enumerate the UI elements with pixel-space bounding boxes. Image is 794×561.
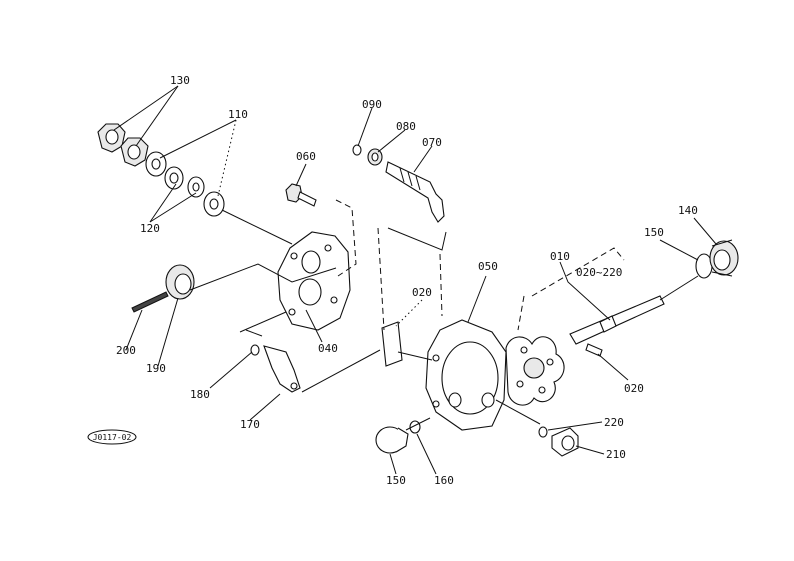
assembly-lines <box>189 199 699 431</box>
leader-lines <box>113 85 717 475</box>
part-pin-200 <box>131 291 169 313</box>
part-plug-210 <box>551 427 579 457</box>
callout-120: 120 <box>140 222 160 235</box>
callout-160: 160 <box>434 474 454 487</box>
part-washer-110a <box>145 151 167 177</box>
callout-170: 170 <box>240 418 260 431</box>
callout-020-220: 020~220 <box>576 266 622 279</box>
part-cover-040 <box>277 231 351 331</box>
part-nut-130a <box>97 123 126 153</box>
stamp-text: J0117-02 <box>93 433 132 442</box>
part-bolt-060 <box>285 183 317 207</box>
part-plug-150-lower <box>375 426 409 454</box>
part-pin-030 <box>585 343 603 357</box>
part-washer-120b <box>187 176 205 198</box>
drawing-stamp: J0117-02 <box>87 429 137 445</box>
callout-130: 130 <box>170 74 190 87</box>
part-pump-body-050 <box>425 319 507 431</box>
callout-020-key: 020 <box>412 286 432 299</box>
callout-050: 050 <box>478 260 498 273</box>
callout-150-lower: 150 <box>386 474 406 487</box>
callout-180: 180 <box>190 388 210 401</box>
callout-070: 070 <box>422 136 442 149</box>
part-shaft-010 <box>569 295 665 345</box>
callout-150-upper: 150 <box>644 226 664 239</box>
part-pump-flange <box>505 336 565 406</box>
callout-030: 020 <box>624 382 644 395</box>
part-washer-120a <box>164 166 184 190</box>
callout-110: 110 <box>228 108 248 121</box>
callout-090: 090 <box>362 98 382 111</box>
part-washer-110b <box>203 191 225 217</box>
part-shaft-070 <box>385 161 445 223</box>
part-ring-090 <box>352 144 362 156</box>
callout-060: 060 <box>296 150 316 163</box>
callout-080: 080 <box>396 120 416 133</box>
part-lever-170 <box>263 345 301 393</box>
callout-200: 200 <box>116 344 136 357</box>
callout-140: 140 <box>678 204 698 217</box>
callout-010: 010 <box>550 250 570 263</box>
callout-040: 040 <box>318 342 338 355</box>
part-plug-140 <box>709 239 739 277</box>
part-ring-180 <box>250 344 260 356</box>
part-key-020 <box>381 321 403 367</box>
part-seal-080 <box>367 148 383 166</box>
callout-190: 190 <box>146 362 166 375</box>
part-nut-130b <box>120 137 149 167</box>
callout-210: 210 <box>606 448 626 461</box>
callout-220: 220 <box>604 416 624 429</box>
part-ring-220 <box>538 426 548 438</box>
part-bearing-190 <box>165 264 195 300</box>
